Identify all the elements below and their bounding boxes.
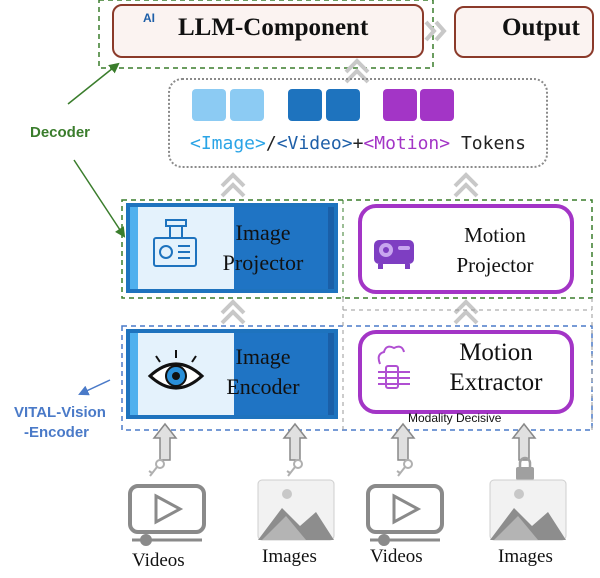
input-arrows [152, 422, 537, 461]
decoder-label: Decoder [30, 124, 91, 141]
image-projector-line2: Projector [222, 250, 304, 275]
token-plus: + [352, 133, 364, 154]
eye-icon [147, 350, 205, 390]
image-encoder-label: Image Encoder [200, 342, 326, 402]
video-token-1 [288, 89, 322, 121]
input-label-videos-1: Videos [132, 550, 185, 571]
image-token-1 [192, 89, 226, 121]
motion-projector-line1: Motion [464, 223, 526, 247]
up-arrow-icon [511, 422, 537, 461]
video-token-label: <Video> [276, 133, 353, 154]
image-landscape-icon [257, 479, 335, 541]
input-label-images-2: Images [498, 546, 553, 567]
video-play-icon [366, 484, 444, 546]
image-projector-label: Image Projector [200, 218, 326, 278]
image-projector-line1: Image [235, 220, 291, 245]
image-token-2 [230, 89, 264, 121]
image-encoder-line1: Image [235, 344, 291, 369]
llm-component-box [112, 4, 424, 58]
motion-projector-line2: Projector [456, 253, 534, 277]
up-arrow-icon [282, 422, 308, 461]
key-icon [396, 459, 413, 477]
tokens-box [168, 78, 548, 168]
image-encoder-line2: Encoder [226, 374, 300, 399]
image-encoder-panel [126, 329, 338, 419]
chevron-up-icon [220, 299, 479, 325]
motion-token-label: <Motion> [363, 133, 451, 154]
encoder-arrow [78, 379, 111, 396]
tokens-word: Tokens [460, 133, 526, 154]
motion-token-1 [383, 89, 417, 121]
decoder-arrow-down [73, 159, 126, 238]
token-separator: / [265, 133, 277, 154]
image-token-label: <Image> [190, 133, 266, 154]
up-arrow-icon [152, 422, 178, 461]
key-icon [148, 459, 165, 477]
token-squares [192, 89, 454, 121]
vision-encoder-label-line1: VITAL-Vision [14, 404, 106, 421]
motion-projector-label: Motion Projector [430, 220, 560, 280]
motion-extractor-line1: Motion [459, 339, 533, 366]
output-box [454, 6, 594, 58]
lock-icon [516, 456, 534, 480]
key-icon [286, 459, 303, 477]
decoder-projector-frame [121, 199, 593, 299]
motion-projector-icon [374, 240, 414, 269]
tokens-caption: <Image>/<Video>+<Motion> Tokens [190, 133, 526, 154]
decoder-arrow-up [67, 62, 120, 105]
ai-badge-text: AI [143, 11, 155, 25]
llm-dashed-frame [98, 0, 434, 69]
input-label-images-1: Images [262, 546, 317, 567]
motion-extractor-line2: Extractor [449, 369, 543, 396]
image-landscape-icon [489, 479, 567, 541]
input-label-videos-2: Videos [370, 546, 423, 567]
llm-component-title: LLM-Component [178, 14, 369, 41]
motion-token-2 [420, 89, 454, 121]
chevron-right-icon [424, 20, 447, 42]
up-arrow-icon [390, 422, 416, 461]
vision-encoder-label-line2: -Encoder [24, 424, 90, 441]
modality-decisive-note: Modality Decisive [408, 411, 502, 425]
motion-projector-panel [358, 204, 574, 294]
video-play-icon [128, 484, 206, 546]
output-title: Output [502, 14, 580, 41]
motion-extractor-label: Motion Extractor [426, 338, 566, 398]
motion-extractor-icon [377, 345, 410, 389]
projector-device-icon [153, 219, 197, 267]
chevron-up-icon [220, 172, 479, 198]
motion-extractor-panel [358, 330, 574, 414]
video-token-2 [326, 89, 360, 121]
